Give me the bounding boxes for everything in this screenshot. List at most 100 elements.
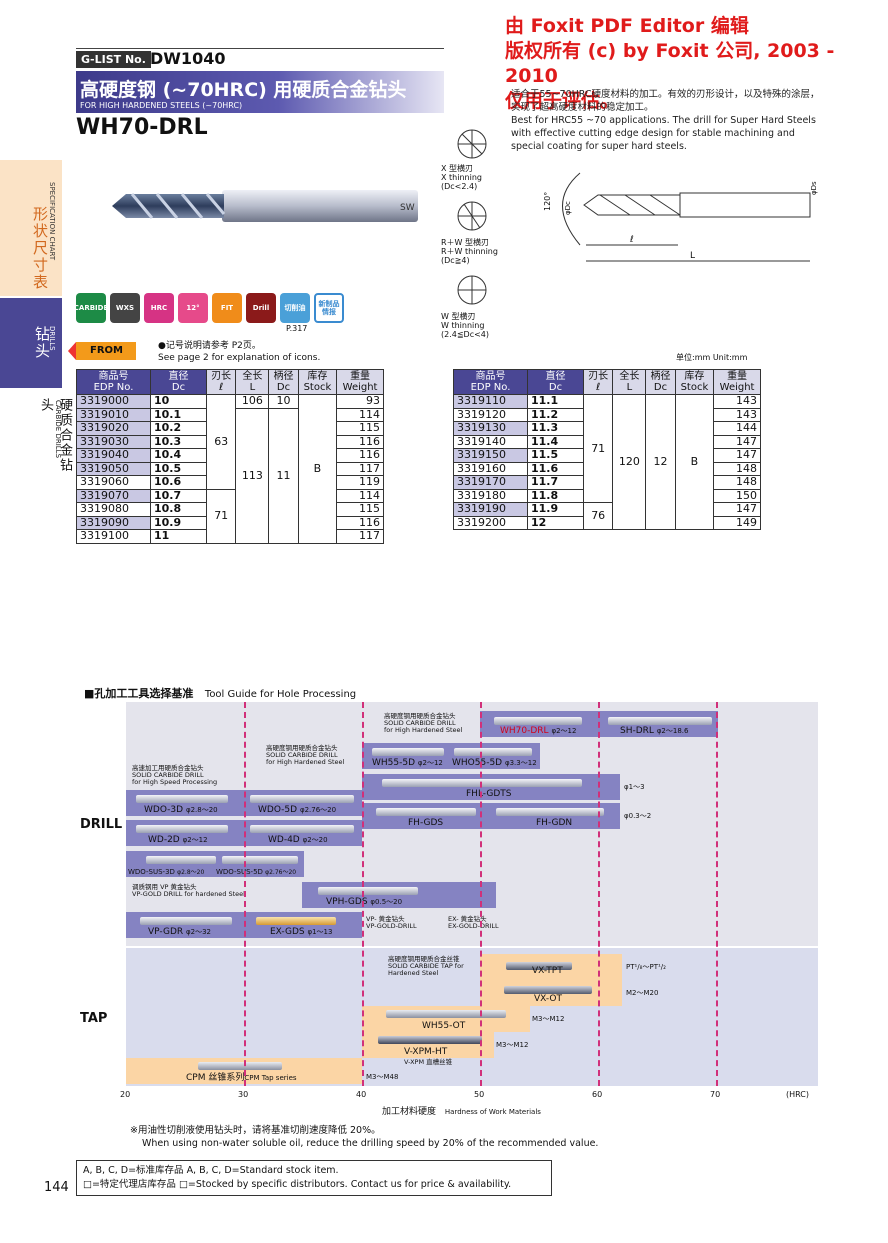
bar-fhl-gdts: FHL-GDTS xyxy=(362,774,620,800)
fit-icon: FIT xyxy=(212,293,242,323)
bar-vph-gds: VPH-GDS φ0.5～20 xyxy=(302,882,496,908)
vp-gdr-tool-icon xyxy=(140,917,232,925)
foxit-watermark: 由 Foxit PDF Editor 编辑 版权所有 (c) by Foxit … xyxy=(505,15,835,112)
drill-section-label: DRILL xyxy=(80,817,123,832)
bar-fh-gds: FH-GDS FH-GDN xyxy=(362,803,620,829)
page-number: 144 xyxy=(44,1180,69,1195)
fh-gdn-label: FH-GDN xyxy=(536,818,573,828)
rw-thinning-label: R＋W 型横刃 R＋W thinning (Dc≧4) xyxy=(441,238,498,265)
caption-vxpm: V-XPM 直槽丝锥 xyxy=(404,1058,453,1066)
intro-text: 适合于55~70HRC硬度材料的加工。有效的刃形设计，以及特殊的涂层，实现了超高… xyxy=(511,89,820,152)
overall-length-label: L xyxy=(690,251,695,261)
sh-drl-tool-icon xyxy=(608,717,712,725)
fh-gdn-tool-icon xyxy=(496,808,604,816)
caption-vp-gold: 调质钢用 VP 黄金钻头 VP-GOLD DRILL for hardened … xyxy=(132,883,245,898)
caption-high-hardened: 高硬度钢用硬质合金钻头 SOLID CARBIDE DRILL for High… xyxy=(384,712,463,734)
w-thinning-diagram xyxy=(457,275,487,305)
unit-label: 单位:mm Unit:mm xyxy=(676,353,748,362)
wd-2d-tool-icon xyxy=(136,825,228,833)
caption-high-speed: 高速加工用硬质合金钻头 SOLID CARBIDE DRILL for High… xyxy=(132,764,218,786)
tool-guide-title: ■孔加工工具选择基准 Tool Guide for Hole Processin… xyxy=(84,687,357,700)
wdo-sus-5d-label: WDO-SUS-5D φ2.76～20 xyxy=(216,868,297,876)
coolant-icon: 切削油 xyxy=(280,293,310,323)
x-tick: 20 xyxy=(120,1090,131,1099)
wh55-ot-tool-icon xyxy=(386,1010,506,1018)
vph-gds-label: VPH-GDS φ0.5～20 xyxy=(326,897,403,907)
wh55-ot-label: WH55-OT xyxy=(422,1021,466,1031)
vx-tpt-range: PT¹/₈～PT¹/₂ xyxy=(626,963,666,971)
tool-guide-chart: WH70-DRL φ2～12 SH-DRL φ2～18.6 高硬度钢用硬质合金钻… xyxy=(126,702,818,1086)
drill-dimension-drawing: 120° φDc φDs ℓ L xyxy=(543,172,818,262)
bar-vxpm-ht: V-XPM-HT xyxy=(362,1032,494,1058)
title-cn: 高硬度钢 (~70HRC) 用硬质合金钻头 xyxy=(80,79,407,101)
feature-icons: CARBIDE WXS HRC 12° FIT Drill 切削油 新制品情报 xyxy=(74,293,344,323)
gridline-70 xyxy=(716,702,718,1086)
point-angle-icon: 12° xyxy=(178,293,208,323)
new-product-icon: 新制品情报 xyxy=(314,293,344,323)
hrc-icon: HRC xyxy=(144,293,174,323)
vxpm-ht-label: V-XPM-HT xyxy=(404,1047,448,1057)
vph-gds-tool-icon xyxy=(318,887,418,895)
bar-vx-tap: VX-TPT VX-OT xyxy=(480,954,622,1006)
sidebar-drills: 钻头 DRILLS xyxy=(0,298,62,388)
zone-separator xyxy=(126,946,818,948)
glist-header: G-LIST No. DW1040 xyxy=(76,48,444,68)
x-tick: 30 xyxy=(238,1090,249,1099)
x-thinning-diagram xyxy=(457,129,487,159)
gridline-60 xyxy=(598,702,600,1086)
vx-tpt-tool-icon xyxy=(506,962,572,970)
wd-2d-label: WD-2D φ2～12 xyxy=(148,835,208,845)
icon-legend: ●记号说明请参考 P2页。 See page 2 for explanation… xyxy=(158,341,321,363)
fh-gds-label: FH-GDS xyxy=(408,818,444,828)
tap-section-label: TAP xyxy=(80,1011,108,1026)
vxpm-ht-range: M3～M12 xyxy=(496,1041,529,1049)
x-tick: 40 xyxy=(356,1090,367,1099)
ex-gds-tool-icon xyxy=(256,917,336,925)
x-tick: 50 xyxy=(474,1090,485,1099)
x-thinning-label: X 型横刃 X thinning (Dc<2.4) xyxy=(441,164,482,191)
cpm-tool-icon xyxy=(198,1062,282,1070)
fh-gds-tool-icon xyxy=(376,808,476,816)
wh70-drl-label: WH70-DRL φ2～12 xyxy=(500,726,577,736)
bar-wh55: WH55-5D φ2～12 WHO55-5D φ3.3～12 xyxy=(362,743,540,769)
gridline-40 xyxy=(362,702,364,1086)
dc-label: φDc xyxy=(564,201,572,215)
who55-label: WHO55-5D φ3.3～12 xyxy=(452,758,537,768)
bar-wh55-ot: WH55-OT xyxy=(362,1006,530,1032)
wh55-ot-range: M3～M12 xyxy=(532,1015,565,1023)
vx-ot-label: VX-OT xyxy=(534,994,562,1004)
gridline-30 xyxy=(244,702,246,1086)
vxpm-ht-tool-icon xyxy=(378,1036,482,1044)
gridline-50 xyxy=(480,702,482,1086)
wdo-3d-label: WDO-3D φ2.8～20 xyxy=(144,805,218,815)
carbide-icon: CARBIDE xyxy=(74,293,108,323)
glist-label: G-LIST No. xyxy=(76,51,151,68)
sh-drl-label: SH-DRL φ2～18.6 xyxy=(620,726,689,736)
sidebar-carbide: 硬质合金钻头 CARBIDE DRILLS xyxy=(38,398,72,473)
stock-legend: A, B, C, D=标准库存品 A, B, C, D=Standard sto… xyxy=(76,1160,552,1196)
icon-page-ref: P.317 xyxy=(286,324,308,333)
